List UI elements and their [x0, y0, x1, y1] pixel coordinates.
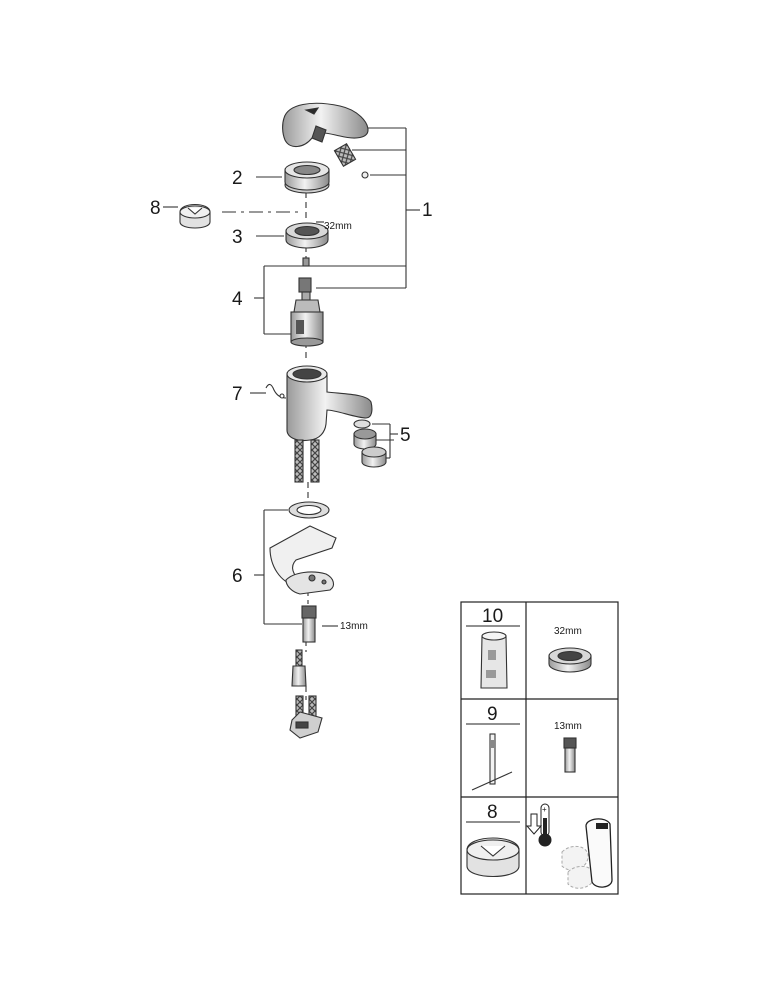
temperature-lever-icon — [561, 818, 613, 889]
limit-stop-cap-icon — [466, 837, 520, 877]
tool-cap-part — [163, 203, 211, 229]
pop-up-chain-part — [250, 383, 287, 399]
callout-7: 7 — [232, 384, 243, 405]
tool-spec-10: 32mm — [554, 626, 582, 637]
cartridge-nut-part — [256, 221, 329, 249]
callout-4: 4 — [232, 289, 243, 310]
bracket-6 — [254, 509, 302, 625]
callout-6: 6 — [232, 566, 243, 587]
hex-socket-13mm-icon — [563, 737, 577, 773]
aerator-part — [353, 419, 387, 468]
down-arrow-icon — [525, 813, 543, 835]
threaded-stud-part — [301, 605, 338, 643]
faucet-body-part — [286, 365, 373, 442]
bracket-5 — [372, 423, 398, 459]
hex-key-tool-icon — [471, 733, 513, 791]
svg-text:+: + — [542, 805, 547, 814]
callout-8: 8 — [150, 198, 161, 219]
cartridge-part — [290, 257, 324, 347]
tool-number-10: 10 — [482, 606, 503, 627]
nut-size-label: 32mm — [324, 221, 352, 232]
thermometer-icon: + — [538, 803, 552, 847]
tool-number-9: 9 — [487, 704, 498, 725]
flexible-hoses-part — [294, 439, 320, 483]
callout-1: 1 — [422, 200, 433, 221]
hose-connector-part — [289, 695, 323, 739]
bracket-4 — [254, 265, 406, 335]
mounting-bracket-part — [269, 525, 337, 595]
tool-spec-9: 13mm — [554, 721, 582, 732]
nut-32mm-icon — [548, 647, 592, 673]
bracket-1 — [316, 127, 420, 289]
tool-number-8: 8 — [487, 802, 498, 823]
callout-5: 5 — [400, 425, 411, 446]
hex-size-label: 13mm — [340, 621, 368, 632]
socket-wrench-tool-icon — [480, 631, 508, 689]
grub-screw-part — [333, 142, 369, 179]
mounting-ring-part — [288, 501, 330, 519]
pop-up-rod-part — [291, 649, 307, 687]
escutcheon-ring-part — [256, 161, 330, 194]
tools-table: 10 32mm 9 13mm 8 — [460, 601, 619, 895]
lever-handle-part — [282, 102, 369, 148]
callout-2: 2 — [232, 168, 243, 189]
callout-3: 3 — [232, 227, 243, 248]
